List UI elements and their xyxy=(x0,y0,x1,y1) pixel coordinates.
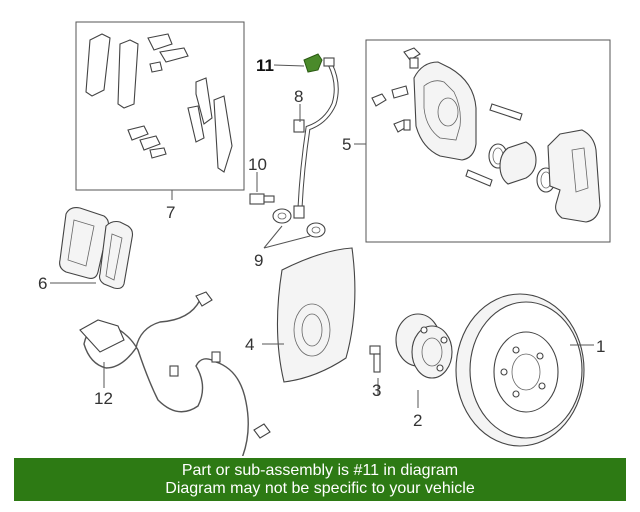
callout-4: 4 xyxy=(245,335,254,354)
callout-12: 12 xyxy=(94,389,113,408)
callout-2: 2 xyxy=(413,411,422,430)
callout-7: 7 xyxy=(166,203,175,222)
abs-sensor xyxy=(79,291,271,456)
callout-5: 5 xyxy=(342,135,351,154)
brake-hose xyxy=(293,57,339,219)
callout-1: 1 xyxy=(596,337,605,356)
brake-pads xyxy=(59,207,134,290)
callout-6: 6 xyxy=(38,274,47,293)
callout-9: 9 xyxy=(254,251,263,270)
banner-line-1: Part or sub-assembly is #11 in diagram xyxy=(181,461,459,479)
part-11-hose-clip xyxy=(303,53,323,73)
info-banner: Part or sub-assembly is #11 in diagram D… xyxy=(14,458,626,501)
caliper-box xyxy=(354,39,611,243)
leader-lines xyxy=(50,64,594,408)
callout-3: 3 xyxy=(372,381,381,400)
parts-diagram: 1 2 3 4 5 6 7 8 9 10 11 12 xyxy=(38,21,611,456)
banner-line-2: Diagram may not be specific to your vehi… xyxy=(165,479,475,497)
wheel-hub xyxy=(395,313,453,379)
callout-8: 8 xyxy=(294,87,303,106)
brake-rotor xyxy=(455,293,585,447)
pad-hardware-kit-box xyxy=(75,21,245,200)
callout-11: 11 xyxy=(256,56,274,75)
union-bolt-and-washers xyxy=(249,193,326,238)
callout-10: 10 xyxy=(248,155,267,174)
hub-bolt xyxy=(369,345,381,373)
dust-shield xyxy=(276,247,356,383)
